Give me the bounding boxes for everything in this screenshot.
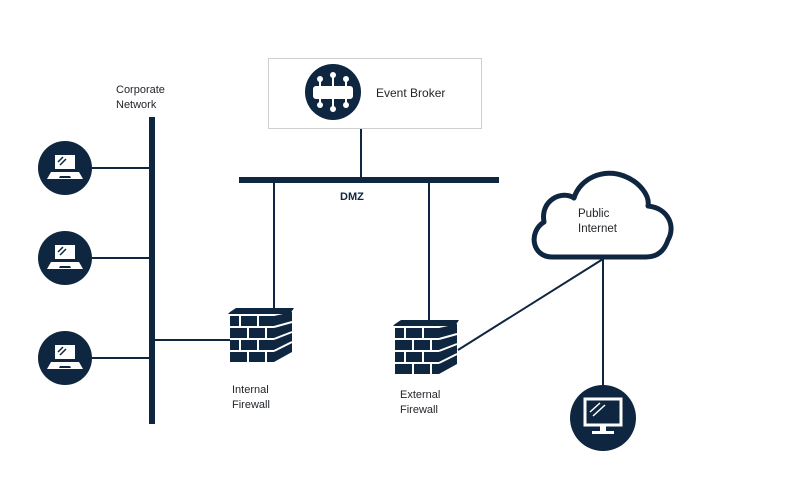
- event-broker-label: Event Broker: [376, 86, 446, 100]
- external-firewall-icon[interactable]: [393, 320, 459, 374]
- cloud-icon[interactable]: [531, 170, 674, 260]
- public-internet-label: Public Internet: [578, 208, 617, 235]
- external-firewall-to-internet-link: [457, 258, 604, 351]
- corporate-network-label: Corporate Network: [116, 84, 165, 111]
- event-broker-icon: [305, 64, 361, 120]
- laptop-icon[interactable]: [38, 231, 92, 285]
- desktop-monitor-icon[interactable]: [570, 385, 636, 451]
- event-broker-box[interactable]: [268, 58, 482, 129]
- internal-firewall-icon[interactable]: [228, 308, 294, 362]
- dmz-label: DMZ: [340, 191, 364, 203]
- internal-firewall-label: Internal Firewall: [232, 384, 270, 411]
- laptop-icon[interactable]: [38, 331, 92, 385]
- external-firewall-label: External Firewall: [400, 389, 441, 416]
- laptop-icon[interactable]: [38, 141, 92, 195]
